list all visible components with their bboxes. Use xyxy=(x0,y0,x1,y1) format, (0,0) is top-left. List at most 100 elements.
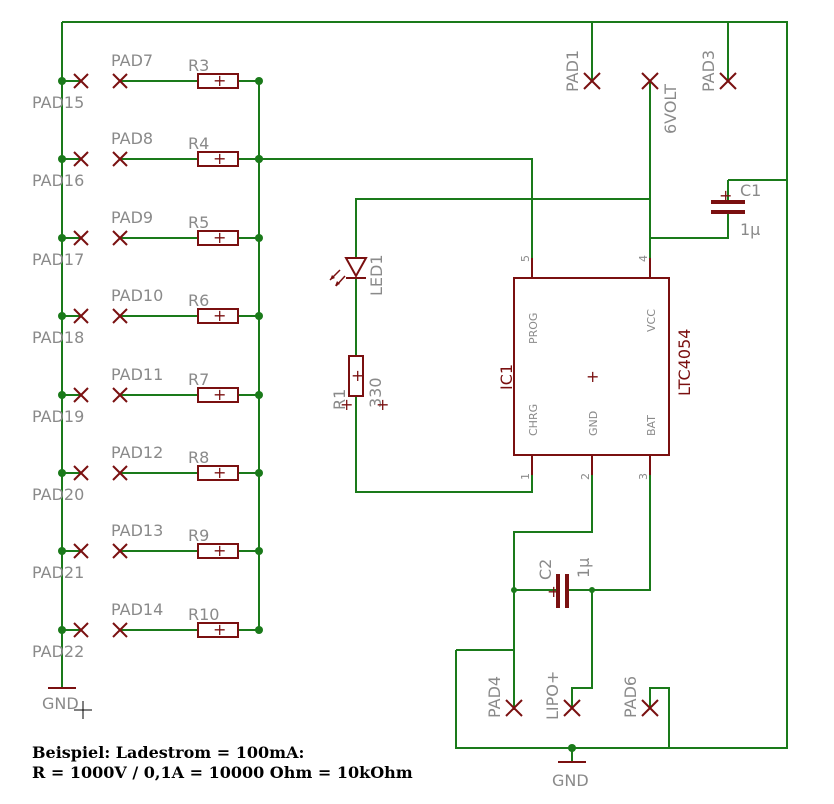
junction-right xyxy=(255,547,263,555)
right-pad-cross[interactable] xyxy=(112,73,128,89)
capacitor-c1[interactable]: + C1 1µ xyxy=(711,181,761,239)
pad3-cross[interactable] xyxy=(719,72,737,90)
wires xyxy=(61,21,788,762)
svg-text:+: + xyxy=(351,366,364,385)
pad4-label: PAD4 xyxy=(485,676,504,718)
pad4-cross[interactable] xyxy=(505,699,523,717)
left-pad-cross[interactable] xyxy=(73,151,89,167)
right-pad-label: PAD8 xyxy=(111,129,153,148)
resistor[interactable]: + xyxy=(197,71,239,90)
junction-left xyxy=(58,391,66,399)
right-pad-label: PAD13 xyxy=(111,521,163,540)
resistor[interactable]: + xyxy=(197,149,239,168)
led-name: LED1 xyxy=(367,254,386,296)
capacitor-c2[interactable]: + C2 1µ xyxy=(536,558,593,608)
svg-text:+: + xyxy=(213,71,226,90)
left-pad-label: PAD17 xyxy=(32,250,84,269)
junctions xyxy=(255,155,595,752)
right-pad-cross[interactable] xyxy=(112,308,128,324)
right-pad-cross[interactable] xyxy=(112,151,128,167)
wire-pad6 xyxy=(649,687,670,748)
resistor[interactable]: + xyxy=(197,385,239,404)
lipo-cross[interactable] xyxy=(563,699,581,717)
ic-pin-label-vcc: VCC xyxy=(645,309,658,332)
r1-name: R1 xyxy=(330,389,349,410)
six-volt-cross[interactable] xyxy=(641,72,659,90)
resistor[interactable]: + xyxy=(197,620,239,639)
junction-right xyxy=(255,626,263,634)
svg-text:+: + xyxy=(376,395,389,414)
pad3-label: PAD3 xyxy=(699,50,718,92)
origin-crosshair xyxy=(74,701,92,719)
junction-left xyxy=(58,77,66,85)
left-pad-cross[interactable] xyxy=(73,230,89,246)
junction-left xyxy=(58,626,66,634)
c2-name: C2 xyxy=(536,559,555,580)
svg-text:+: + xyxy=(213,463,226,482)
left-pad-label: PAD18 xyxy=(32,328,84,347)
ic-pin-number-chrg: 1 xyxy=(519,473,532,480)
svg-text:+: + xyxy=(213,385,226,404)
pad6-cross[interactable] xyxy=(641,699,659,717)
right-pad-cross[interactable] xyxy=(112,387,128,403)
right-pad-label: PAD7 xyxy=(111,51,153,70)
pad1-label: PAD1 xyxy=(563,50,582,92)
pad6-label: PAD6 xyxy=(621,676,640,718)
right-pad-cross[interactable] xyxy=(112,622,128,638)
pad1-cross[interactable] xyxy=(583,72,601,90)
resistor-r1[interactable]: + R1 330 + + xyxy=(330,355,389,414)
gnd-symbols xyxy=(48,687,586,763)
junction-left xyxy=(58,312,66,320)
left-pad-label: PAD16 xyxy=(32,171,84,190)
c1-value: 1µ xyxy=(740,220,760,239)
ic-ltc4054[interactable]: + PROG VCC CHRG GND BAT 5 4 1 2 3 IC1 LT… xyxy=(497,255,694,480)
right-pad-label: PAD10 xyxy=(111,286,163,305)
left-pad-label: PAD20 xyxy=(32,485,84,504)
junction-left xyxy=(58,469,66,477)
gnd-bottom-label: GND xyxy=(552,771,589,790)
svg-text:+: + xyxy=(213,306,226,325)
resistor-label: R7 xyxy=(188,370,209,389)
ic-part: LTC4054 xyxy=(675,329,694,396)
left-pad-cross[interactable] xyxy=(73,73,89,89)
right-pad-cross[interactable] xyxy=(112,230,128,246)
single-pads xyxy=(505,72,737,717)
pad-row: + PAD16 PAD8 R4 xyxy=(32,129,263,190)
ic-origin-mark: + xyxy=(586,367,599,386)
left-pad-cross[interactable] xyxy=(73,543,89,559)
right-pad-label: PAD11 xyxy=(111,365,163,384)
right-pad-label: PAD12 xyxy=(111,443,163,462)
wire-prog xyxy=(259,158,533,278)
svg-text:+: + xyxy=(719,186,732,205)
junction-left xyxy=(58,155,66,163)
svg-text:+: + xyxy=(213,541,226,560)
ic-pin-label-chrg: CHRG xyxy=(527,404,540,436)
resistor-label: R6 xyxy=(188,291,209,310)
resistor[interactable]: + xyxy=(197,541,239,560)
resistor[interactable]: + xyxy=(197,306,239,325)
resistor-label: R4 xyxy=(188,134,209,153)
svg-text:+: + xyxy=(213,228,226,247)
right-pad-cross[interactable] xyxy=(112,465,128,481)
svg-text:+: + xyxy=(213,149,226,168)
left-pad-cross[interactable] xyxy=(73,387,89,403)
left-pad-cross[interactable] xyxy=(73,308,89,324)
junction-right xyxy=(255,469,263,477)
left-pad-cross[interactable] xyxy=(73,465,89,481)
left-pad-label: PAD15 xyxy=(32,93,84,112)
left-pad-cross[interactable] xyxy=(73,622,89,638)
led1[interactable]: LED1 xyxy=(329,254,386,296)
ic-pin-number-bat: 3 xyxy=(637,473,650,480)
ic-pin-label-prog: PROG xyxy=(527,313,540,344)
resistor[interactable]: + xyxy=(197,463,239,482)
right-pad-cross[interactable] xyxy=(112,543,128,559)
wire-bat-pin xyxy=(569,455,651,591)
pad-row: + PAD18 PAD10 R6 xyxy=(32,286,263,347)
resistor[interactable]: + xyxy=(197,228,239,247)
wire-bottom-loop xyxy=(455,650,669,749)
